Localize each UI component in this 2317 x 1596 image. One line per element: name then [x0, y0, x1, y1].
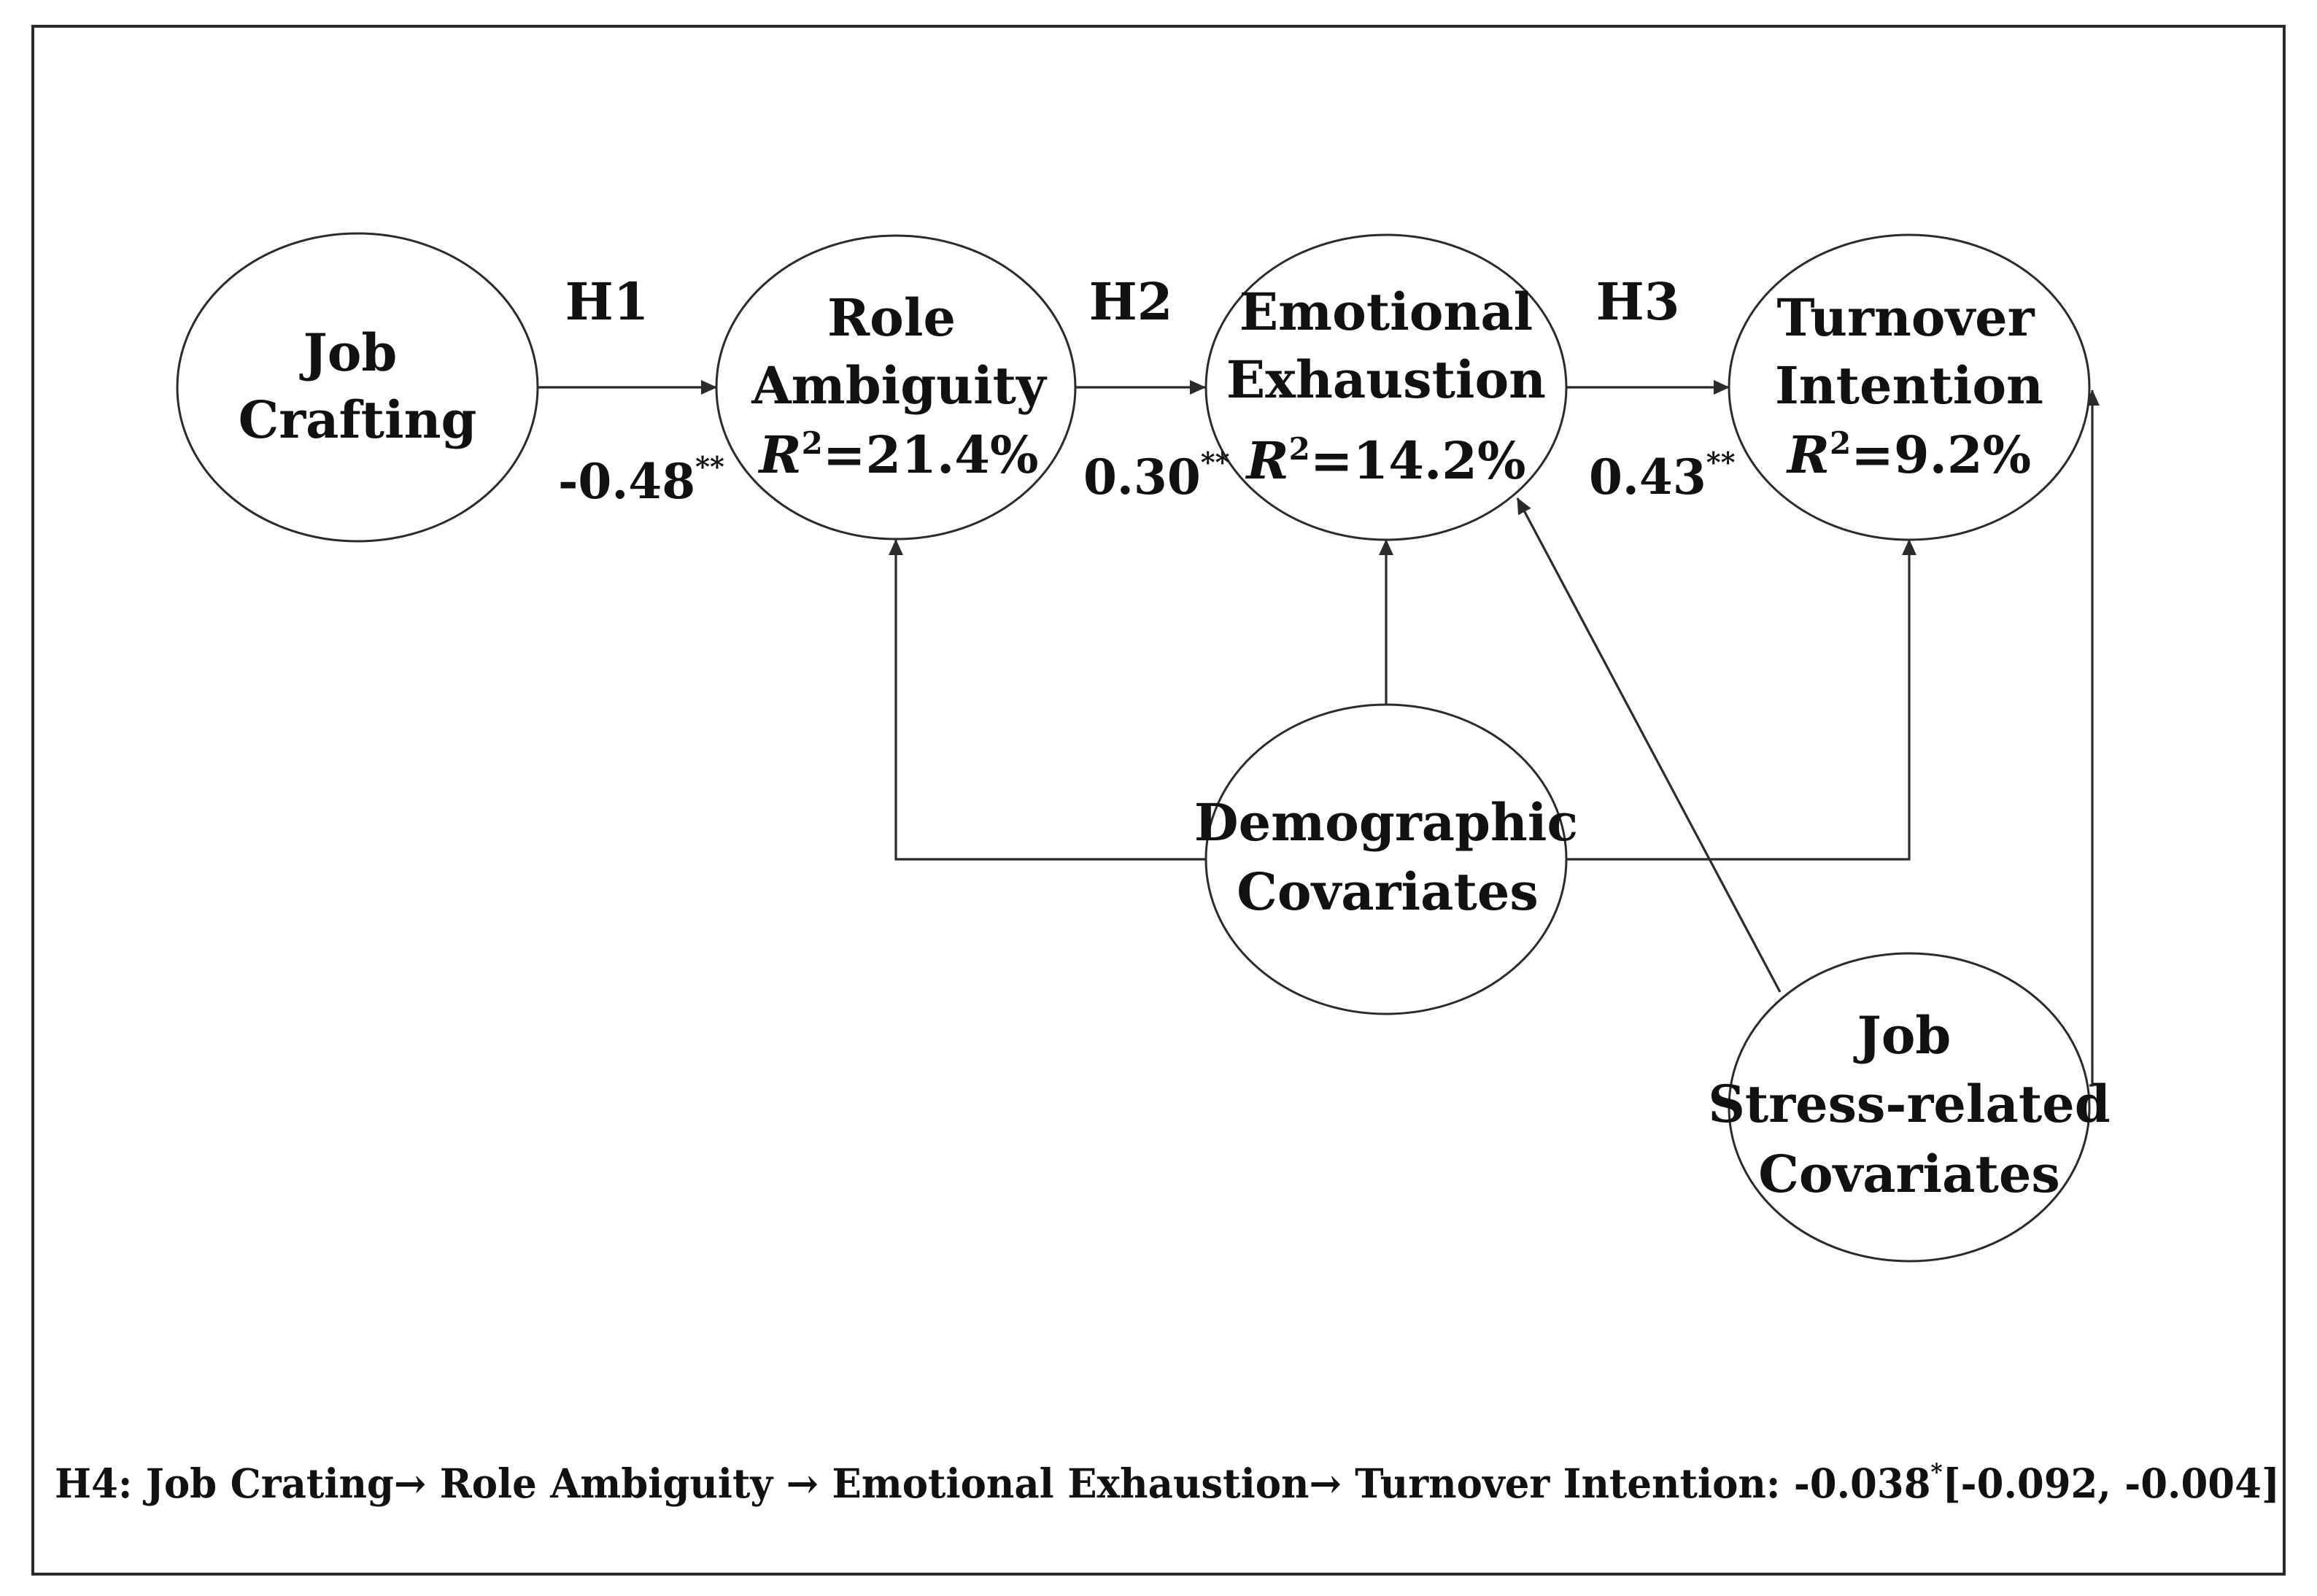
r2-value: =21.4% [823, 425, 1039, 485]
node-job-stress-covariates: Job Stress-related Covariates [1708, 952, 2111, 1263]
node-role-ambiguity-line1: Role [827, 287, 956, 348]
node-emotional-exhaustion-line2: Exhaustion [1226, 349, 1546, 410]
coef-h3-sig: ** [1706, 446, 1736, 479]
node-job-stress-covariates-line2: Stress-related [1708, 1074, 2110, 1134]
r2-symbol: R [1786, 425, 1830, 485]
coef-h2-value: 0.30 [1083, 449, 1201, 505]
node-turnover-intention-r2: R2=9.2% [1786, 425, 2031, 485]
node-turnover-intention-line2: Intention [1775, 355, 2043, 416]
node-emotional-exhaustion-line1: Emotional [1239, 282, 1533, 342]
coef-h1-value: -0.48 [558, 453, 695, 510]
node-job-stress-covariates-line1: Job [1853, 1005, 1952, 1066]
figure-frame [31, 25, 2286, 1576]
footer-h4-text: H4: Job Crating→ Role Ambiguity → Emotio… [55, 1460, 1931, 1507]
node-role-ambiguity-line2: Ambiguity [751, 355, 1048, 416]
node-job-crafting-line1: Job [299, 322, 398, 383]
r2-superscript: 2 [1289, 431, 1310, 467]
r2-value: =9.2% [1851, 425, 2031, 485]
r2-superscript: 2 [1830, 425, 1851, 461]
coef-h1: -0.48** [558, 450, 724, 510]
label-h3: H3 [1596, 271, 1680, 332]
label-h1: H1 [565, 271, 649, 332]
node-role-ambiguity-r2: R2=21.4% [757, 425, 1038, 485]
coef-h1-sig: ** [695, 450, 724, 483]
footer-h4-sig: * [1931, 1458, 1943, 1486]
node-demographic-covariates: Demographic Covariates [1194, 703, 1578, 1015]
node-demographic-covariates-line1: Demographic [1194, 792, 1578, 853]
r2-superscript: 2 [802, 425, 823, 461]
coef-h3-value: 0.43 [1589, 449, 1706, 505]
arrow-jobstress-to-emotional-exhaustion [1516, 497, 1782, 993]
coef-h2: 0.30** [1083, 446, 1230, 505]
node-emotional-exhaustion-r2: R2=14.2% [1245, 430, 1525, 491]
node-job-crafting: Job Crafting [176, 232, 539, 543]
arrow-demographic-to-role-ambiguity [889, 539, 1205, 861]
node-role-ambiguity: Role Ambiguity R2=21.4% [715, 234, 1077, 541]
node-turnover-intention-line1: Turnover [1776, 287, 2035, 348]
footer-h4: H4: Job Crating→ Role Ambiguity → Emotio… [55, 1458, 2280, 1507]
arrow-jobstress-to-turnover-intention [2085, 390, 2100, 1087]
r2-symbol: R [757, 425, 801, 485]
coef-h3: 0.43** [1589, 446, 1736, 505]
footer-h4-ci: [-0.092, -0.004] [1943, 1460, 2280, 1507]
node-emotional-exhaustion: Emotional Exhaustion R2=14.2% [1204, 233, 1568, 541]
arrow-demographic-to-turnover-intention [1567, 539, 1916, 861]
node-turnover-intention: Turnover Intention R2=9.2% [1728, 233, 2091, 541]
coef-h2-sig: ** [1201, 446, 1230, 479]
label-h2: H2 [1089, 271, 1173, 332]
r2-symbol: R [1245, 430, 1288, 491]
node-job-crafting-line2: Crafting [239, 390, 477, 450]
node-job-stress-covariates-line3: Covariates [1758, 1144, 2060, 1204]
node-demographic-covariates-line2: Covariates [1237, 861, 1539, 922]
r2-value: =14.2% [1310, 430, 1526, 491]
